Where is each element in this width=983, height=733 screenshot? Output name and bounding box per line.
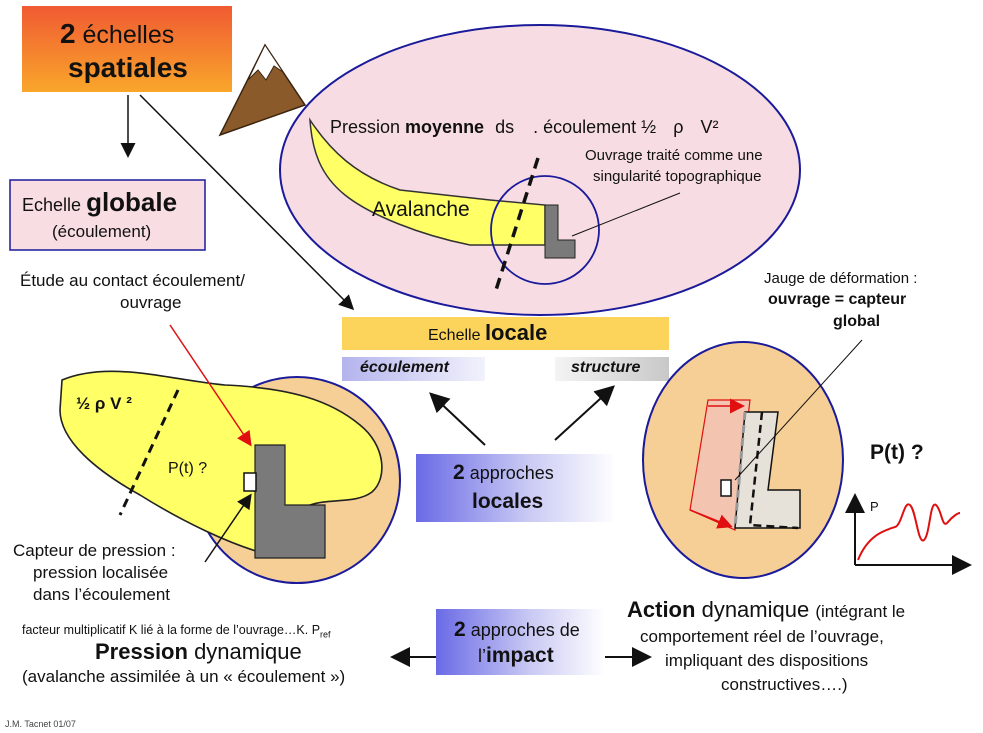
approaches-local-bold: locales (472, 490, 544, 513)
etude-line1: Étude au contact écoulement/ (20, 271, 245, 290)
impact-line2: l’impact (478, 644, 554, 668)
jauge-line1: Jauge de déformation : (764, 270, 918, 287)
pression-dynamique-title: Pression dynamique (95, 639, 302, 664)
facteur-sub: ref (320, 629, 331, 640)
formula-v2: V² (700, 117, 719, 137)
global-scale-sub: (écoulement) (52, 222, 152, 241)
left-formula: ½ ρ V ² (76, 394, 132, 413)
graph-axis-label: P (870, 499, 879, 514)
red-arrow-bottom (689, 509, 733, 529)
pression-bold: Pression (95, 639, 188, 664)
action-line2: comportement réel de l’ouvrage, (640, 627, 884, 646)
ouvrage-left (254, 444, 326, 559)
approaches-local-line1: 2 approches (453, 461, 554, 485)
etude-red-arrow (169, 324, 252, 447)
local-scale-label: Echelle (428, 327, 481, 344)
mean-pressure-formula: Pression moyenne ds . écoulement ½ ρ V² (330, 117, 718, 138)
etude-line2: ouvrage (120, 293, 182, 312)
formula-prefix: Pression (330, 117, 401, 137)
tab-structure: structure (571, 359, 641, 376)
global-scale-label: Echelle (22, 195, 82, 215)
arrow-to-ecoulement (429, 392, 486, 446)
global-scale-title: Echelle globale (22, 187, 178, 218)
ouvrage-top (544, 204, 576, 259)
impact-line1: 2 approches de (454, 618, 580, 642)
global-scale-box (9, 179, 206, 251)
impact-number: 2 (454, 618, 466, 641)
pressure-sensor (243, 472, 257, 492)
grey-dashed-line (733, 411, 747, 529)
capteur-line2: pression localisée (33, 563, 169, 582)
impact-word: approches de (470, 620, 580, 640)
header-number: 2 (60, 18, 76, 49)
deformation-gauge (720, 479, 732, 497)
tab-ecoulement: écoulement (360, 359, 449, 376)
action-bold: Action (627, 597, 696, 622)
local-scale-box (342, 317, 669, 350)
header-line1: 2 échelles (60, 18, 174, 50)
action-rest: dynamique (701, 597, 810, 622)
capteur-line1: Capteur de pression : (13, 541, 176, 560)
credit: J.M. Tacnet 01/07 (5, 719, 76, 729)
approaches-local-word: approches (469, 463, 554, 483)
tab-ecoulement-bg (342, 357, 485, 381)
approaches-impact-box (436, 609, 605, 675)
impact-prefix: l’ (478, 646, 486, 666)
facteur-text: facteur multiplicatif K lié à la forme d… (22, 623, 331, 640)
avalanche-flow (309, 117, 546, 246)
left-dashed-line (118, 389, 180, 516)
ouvrage-leader-line (571, 192, 681, 237)
ouvrage-note-line1: Ouvrage traité comme une (585, 147, 763, 164)
jauge-line3: global (833, 313, 881, 330)
header-word1: échelles (82, 21, 175, 49)
left-pt: P(t) ? (168, 460, 208, 477)
global-scale-ellipse (279, 24, 801, 316)
capteur-arrow (204, 493, 252, 563)
header-box (22, 6, 232, 92)
impact-bold: impact (486, 644, 554, 667)
action-line4: constructives….) (721, 675, 848, 694)
action-title: Action dynamique (intégrant le (627, 597, 905, 622)
pressure-time-graph (845, 493, 972, 575)
tab-structure-bg (555, 357, 669, 381)
ouvrage-right (734, 411, 801, 529)
mountain-icon (218, 43, 307, 137)
approaches-local-number: 2 (453, 461, 465, 484)
deformed-shape (748, 411, 799, 530)
graph-title: P(t) ? (870, 441, 924, 464)
global-scale-bold: globale (86, 187, 178, 217)
formula-rho: ρ (673, 117, 684, 137)
local-scale-bold: locale (484, 320, 548, 345)
formula-bold: moyenne (405, 117, 485, 137)
left-avalanche-flow (59, 370, 383, 557)
local-zoom-circle (490, 175, 600, 285)
pression-rest: dynamique (194, 639, 302, 664)
avalanche-label: Avalanche (372, 198, 470, 221)
header-word2: spatiales (68, 52, 188, 83)
action-paren: (intégrant le (815, 602, 906, 621)
action-line3: impliquant des dispositions (665, 651, 869, 670)
approaches-local-box (416, 454, 616, 522)
formula-mid: ds (495, 117, 515, 137)
jauge-line2: ouvrage = capteur (768, 291, 907, 308)
flow-section-dashed-line (494, 157, 540, 291)
jauge-leader-line (734, 339, 863, 481)
local-scale-title: Echelle locale (428, 320, 547, 345)
ouvrage-note-line2: singularité topographique (593, 168, 762, 185)
facteur-main: facteur multiplicatif K lié à la forme d… (22, 623, 321, 637)
pression-dynamique-sub: (avalanche assimilée à un « écoulement »… (22, 667, 346, 686)
arrow-to-local (139, 94, 355, 311)
capteur-line3: dans l’écoulement (33, 585, 171, 604)
formula-rest: . écoulement ½ (533, 117, 657, 137)
arrow-to-structure (554, 385, 615, 441)
